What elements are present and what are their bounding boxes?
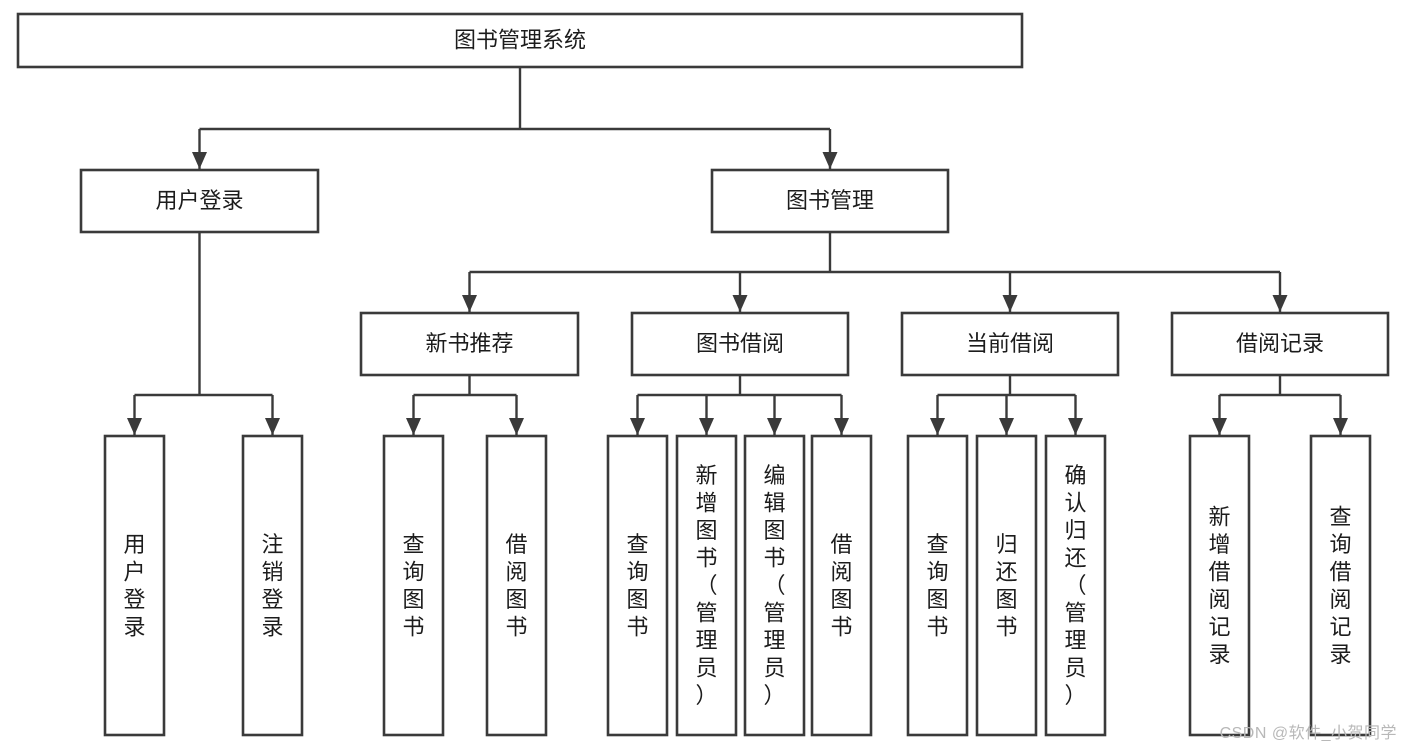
node-label: 编辑图书（管理员） [763, 463, 785, 708]
csdn-watermark: CSDN @软件_小贺同学 [1219, 725, 1397, 742]
node-l-br-query-record[interactable]: 查询借阅记录 [1309, 434, 1372, 737]
node-box [1044, 434, 1107, 737]
node-box [906, 434, 969, 737]
node-box [675, 434, 738, 737]
node-label: 查询借阅记录 [1329, 504, 1351, 667]
node-label: 查询图书 [402, 532, 424, 640]
connector-group [406, 375, 524, 435]
node-l-user-login[interactable]: 用户登录 [103, 434, 166, 737]
node-box [630, 311, 850, 377]
node-box [1309, 434, 1372, 737]
node-label: 归还图书 [995, 532, 1017, 640]
node-root[interactable]: 图书管理系统 [16, 12, 1024, 69]
node-label: 用户登录 [123, 532, 145, 640]
node-box [975, 434, 1038, 737]
node-n-new-book-rec[interactable]: 新书推荐 [359, 311, 580, 377]
node-l-cb-confirm-return[interactable]: 确认归还（管理员） [1044, 434, 1107, 737]
node-n-current-borrow[interactable]: 当前借阅 [900, 311, 1120, 377]
node-box [710, 168, 950, 234]
node-box [900, 311, 1120, 377]
node-label: 图书借阅 [696, 331, 784, 356]
node-l-bb-query-book[interactable]: 查询图书 [606, 434, 669, 737]
node-label: 当前借阅 [966, 331, 1054, 356]
node-label: 借阅记录 [1236, 331, 1324, 356]
connector-group [1212, 375, 1348, 435]
node-label: 借阅图书 [505, 532, 527, 640]
node-label: 查询图书 [926, 532, 948, 640]
node-l-cb-return-book[interactable]: 归还图书 [975, 434, 1038, 737]
node-label: 借阅图书 [830, 532, 852, 640]
node-n-user-login[interactable]: 用户登录 [79, 168, 320, 234]
node-n-book-borrow[interactable]: 图书借阅 [630, 311, 850, 377]
node-label: 新增借阅记录 [1208, 504, 1230, 667]
node-label: 注销登录 [261, 532, 283, 640]
node-box [743, 434, 806, 737]
node-l-bb-add-book[interactable]: 新增图书（管理员） [675, 434, 738, 737]
node-n-borrow-record[interactable]: 借阅记录 [1170, 311, 1390, 377]
connector-layer [127, 67, 1348, 435]
node-box [382, 434, 445, 737]
node-box [241, 434, 304, 737]
connector-group [930, 375, 1083, 435]
node-label: 图书管理系统 [454, 27, 586, 52]
node-box [103, 434, 166, 737]
node-l-bb-edit-book[interactable]: 编辑图书（管理员） [743, 434, 806, 737]
node-l-bb-borrow-book[interactable]: 借阅图书 [810, 434, 873, 737]
node-box [359, 311, 580, 377]
node-box [810, 434, 873, 737]
node-l-rec-query-book[interactable]: 查询图书 [382, 434, 445, 737]
node-box [1170, 311, 1390, 377]
node-label: 图书管理 [786, 188, 874, 213]
connector-group [127, 232, 280, 435]
node-label: 用户登录 [155, 188, 243, 213]
node-box [606, 434, 669, 737]
connector-group [630, 375, 849, 435]
node-box [79, 168, 320, 234]
node-layer: 图书管理系统用户登录图书管理新书推荐图书借阅当前借阅借阅记录用户登录注销登录查询… [16, 12, 1390, 737]
node-l-user-logout[interactable]: 注销登录 [241, 434, 304, 737]
node-l-rec-borrow-book[interactable]: 借阅图书 [485, 434, 548, 737]
node-label: 确认归还（管理员） [1064, 463, 1086, 708]
node-box [1188, 434, 1251, 737]
connector-group [462, 232, 1288, 312]
node-label: 新书推荐 [425, 331, 513, 356]
node-label: 查询图书 [626, 532, 648, 640]
connector-group [192, 67, 838, 169]
node-box [485, 434, 548, 737]
node-n-book-mgmt[interactable]: 图书管理 [710, 168, 950, 234]
node-l-br-add-record[interactable]: 新增借阅记录 [1188, 434, 1251, 737]
node-label: 新增图书（管理员） [695, 463, 717, 708]
node-box [16, 12, 1024, 69]
node-l-cb-query-book[interactable]: 查询图书 [906, 434, 969, 737]
